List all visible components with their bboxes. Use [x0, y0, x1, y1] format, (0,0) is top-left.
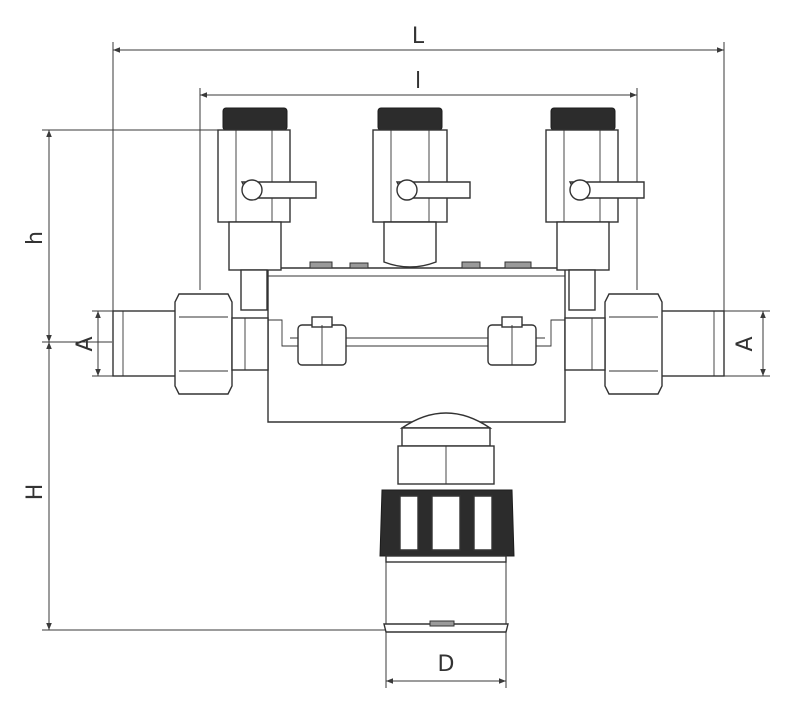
bottom-outlet — [379, 412, 515, 633]
dimension-A-left: A — [73, 310, 118, 377]
dimension-label-l: l — [415, 69, 421, 94]
dimension-label-A-right: A — [733, 336, 758, 351]
dimension-label-H: H — [23, 484, 48, 501]
manifold-body — [267, 261, 566, 423]
dimension-label-D: D — [438, 652, 455, 677]
dimension-label-A-left: A — [73, 336, 98, 351]
dimension-label-h: h — [23, 231, 48, 245]
valve-center — [372, 107, 471, 268]
dimension-A-right: A — [722, 310, 770, 377]
valve-left — [217, 107, 317, 311]
left-inlet-pipe — [112, 293, 269, 395]
dimension-h: h — [23, 129, 218, 342]
right-inlet-pipe — [564, 293, 725, 395]
dimension-label-L: L — [412, 24, 425, 49]
valve-right — [545, 107, 645, 311]
